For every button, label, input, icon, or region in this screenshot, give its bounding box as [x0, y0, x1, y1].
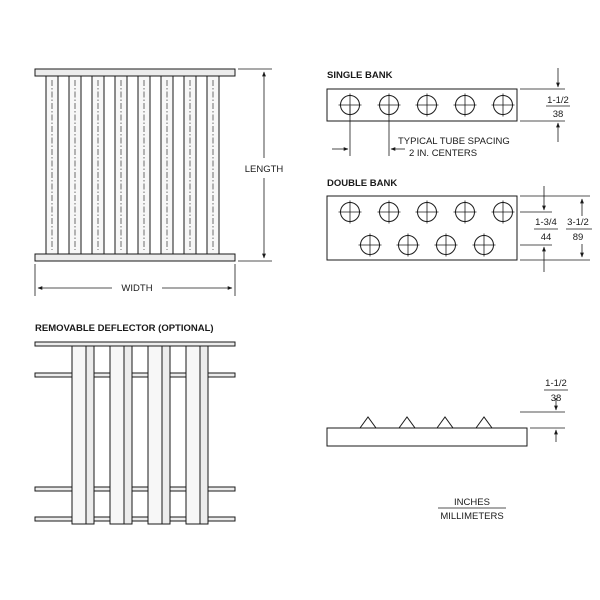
deflector-height-mm: 38	[551, 393, 562, 404]
side-view-plate	[326, 427, 528, 447]
width-label: WIDTH	[121, 283, 152, 294]
typical-spacing-line1: TYPICAL TUBE SPACING	[398, 136, 510, 147]
units-inches: INCHES	[454, 497, 490, 508]
typical-spacing-line2: 2 IN. CENTERS	[409, 148, 477, 159]
double-bank-dimensions: 1-3/4 44 3-1/2 89	[520, 186, 592, 272]
deflector-rail	[34, 341, 236, 347]
deflector-bar	[185, 345, 209, 525]
tube-hole	[338, 93, 362, 117]
single-bank-height-dimension: 1-1/2 38	[520, 68, 570, 142]
single-bank-tube-holes	[338, 93, 515, 117]
deflector-bar	[71, 345, 95, 525]
deflector-bar-right	[123, 345, 133, 525]
deflector-fin	[436, 416, 454, 429]
single-bank-height-mm: 38	[553, 109, 564, 120]
deflector-bar	[109, 345, 133, 525]
tube-hole	[377, 200, 401, 224]
tube	[206, 75, 220, 255]
deflector-bar-left	[109, 345, 125, 525]
tube	[91, 75, 105, 255]
deflector-fin	[398, 416, 416, 429]
deflector-side-view	[326, 416, 528, 447]
tube-hole	[453, 200, 477, 224]
single-bank-view	[326, 88, 518, 122]
double-bank-title: DOUBLE BANK	[327, 178, 397, 189]
length-label: LENGTH	[245, 164, 284, 175]
tube-hole	[491, 200, 515, 224]
front-view	[34, 68, 236, 262]
units-legend: INCHES MILLIMETERS	[438, 497, 506, 522]
tube	[137, 75, 151, 255]
tube	[68, 75, 82, 255]
tube-group	[45, 75, 220, 255]
tube-hole	[396, 233, 420, 257]
double-bank-height-inches: 3-1/2	[567, 217, 589, 228]
deflector-fin	[359, 416, 377, 429]
units-millimeters: MILLIMETERS	[440, 511, 503, 522]
tube-hole	[453, 93, 477, 117]
tube	[160, 75, 174, 255]
top-header-plate	[34, 68, 236, 77]
deflector-title: REMOVABLE DEFLECTOR (OPTIONAL)	[35, 323, 214, 334]
deflector-rail	[34, 372, 236, 378]
bottom-header-plate	[34, 253, 236, 262]
length-dimension: LENGTH	[238, 68, 284, 262]
tube	[45, 75, 59, 255]
removable-deflector-view	[34, 341, 236, 525]
deflector-fin	[475, 416, 493, 429]
deflector-rail	[34, 486, 236, 492]
deflector-bar-right	[199, 345, 209, 525]
width-dimension: WIDTH	[34, 264, 236, 296]
deflector-bar	[147, 345, 171, 525]
double-bank-height-mm: 89	[573, 232, 584, 243]
double-bank-tube-holes	[338, 200, 515, 257]
deflector-rail	[34, 516, 236, 522]
deflector-height-dimension: 1-1/2 38	[520, 378, 568, 442]
tube-hole	[415, 200, 439, 224]
single-bank-height-inches: 1-1/2	[547, 95, 569, 106]
deflector-bar-left	[185, 345, 201, 525]
tube-spacing-dimension: TYPICAL TUBE SPACING 2 IN. CENTERS	[332, 106, 510, 159]
single-bank-title: SINGLE BANK	[327, 70, 393, 81]
double-bank-view	[326, 195, 518, 261]
deflector-height-inches: 1-1/2	[545, 378, 567, 389]
deflector-bar-left	[71, 345, 87, 525]
double-bank-offset-mm: 44	[541, 232, 552, 243]
tube-hole	[415, 93, 439, 117]
tube-hole	[338, 200, 362, 224]
tube-hole	[491, 93, 515, 117]
tube-hole	[434, 233, 458, 257]
tube-hole	[358, 233, 382, 257]
tube	[183, 75, 197, 255]
tube-hole	[472, 233, 496, 257]
tube	[114, 75, 128, 255]
deflector-bar-left	[147, 345, 163, 525]
deflector-bar-right	[161, 345, 171, 525]
double-bank-offset-inches: 1-3/4	[535, 217, 557, 228]
deflector-bar-right	[85, 345, 95, 525]
